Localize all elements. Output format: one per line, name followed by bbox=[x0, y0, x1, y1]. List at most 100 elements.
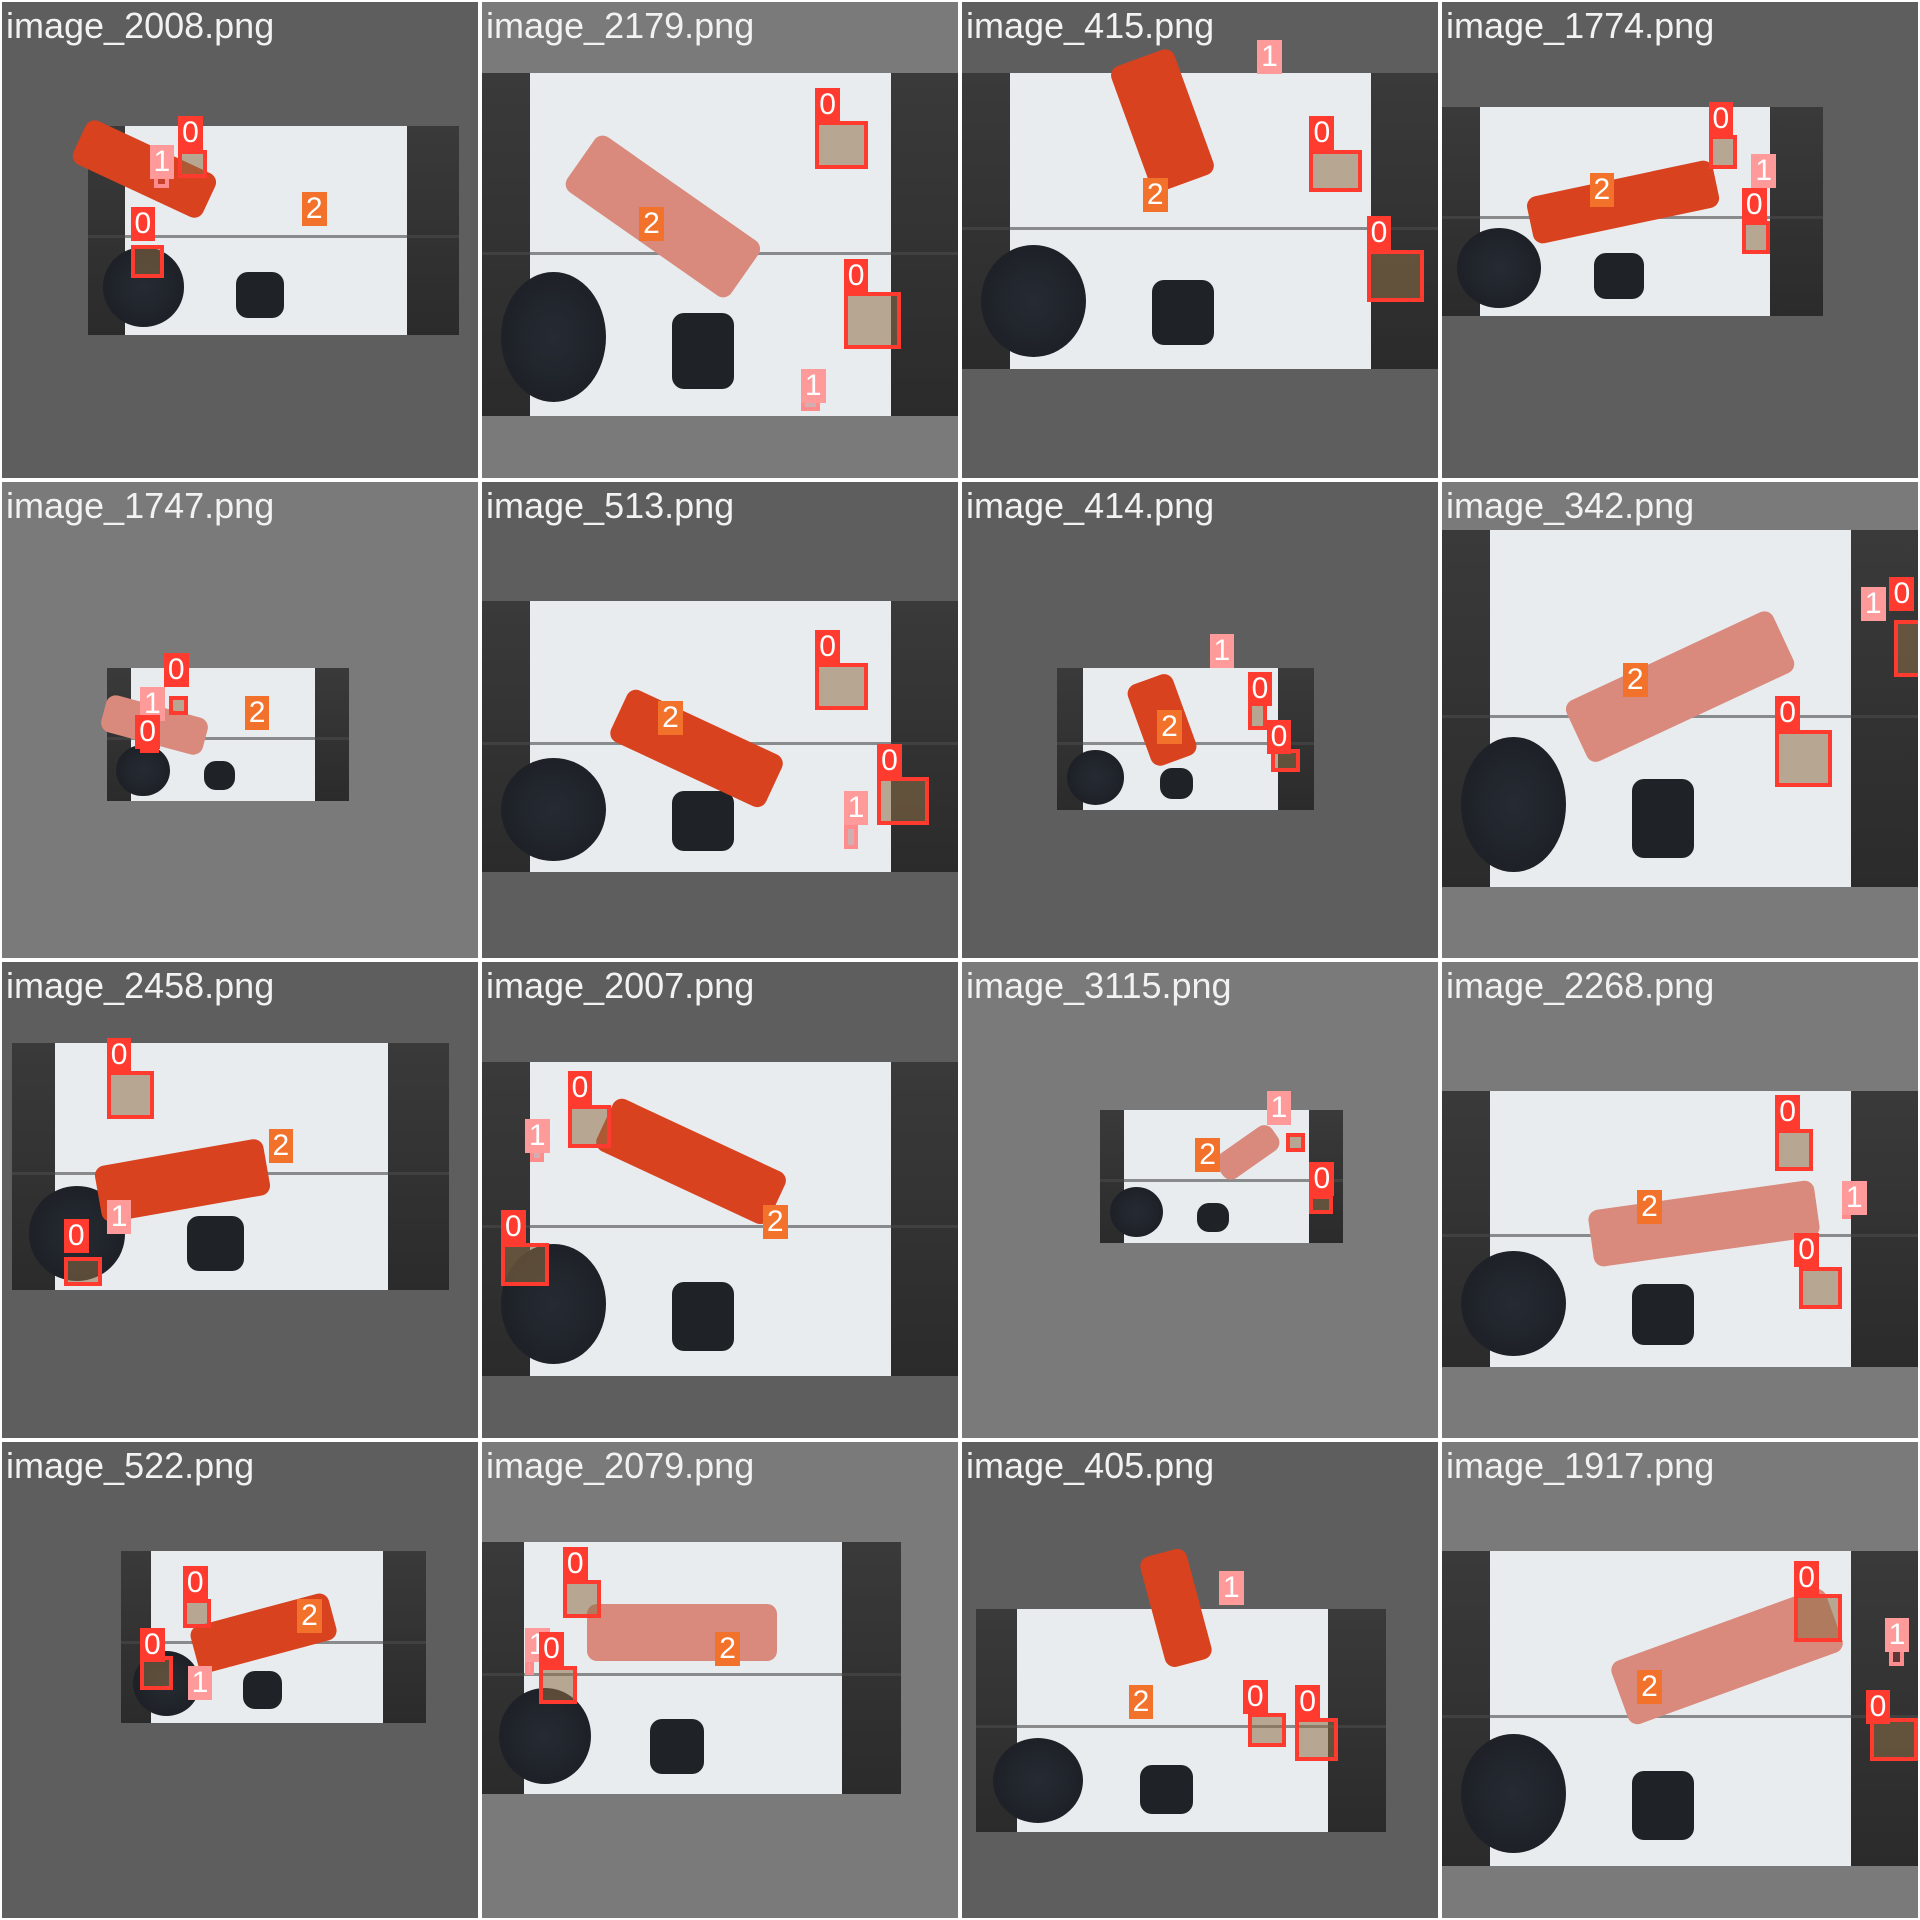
tile-filename: image_2179.png bbox=[486, 5, 755, 46]
scene-wall bbox=[891, 1061, 958, 1377]
tile-filename: image_2008.png bbox=[6, 5, 275, 46]
floor-line bbox=[962, 226, 1438, 230]
class-label: 0 bbox=[843, 259, 869, 294]
person bbox=[1067, 750, 1125, 805]
class-label: 0 bbox=[1295, 1684, 1320, 1719]
person bbox=[1109, 1186, 1164, 1238]
class-label: 1 bbox=[1860, 586, 1886, 621]
class-label: 0 bbox=[1775, 1095, 1800, 1130]
backpack bbox=[236, 272, 285, 319]
class-label: 0 bbox=[1266, 720, 1292, 754]
class-label: 1 bbox=[1266, 1090, 1292, 1125]
class-label: 0 bbox=[539, 1632, 564, 1667]
tile-photo bbox=[482, 1061, 958, 1377]
class-label: 2 bbox=[1128, 1684, 1154, 1719]
tile-photo bbox=[1100, 1109, 1343, 1243]
detection-box bbox=[1870, 1718, 1918, 1761]
floor-line bbox=[482, 1673, 901, 1677]
class-label: 1 bbox=[106, 1200, 132, 1234]
class-label: 0 bbox=[1775, 696, 1800, 731]
detection-box bbox=[1741, 220, 1771, 255]
class-label: 1 bbox=[1751, 154, 1777, 189]
person bbox=[498, 1688, 591, 1785]
tile-filename: image_1917.png bbox=[1446, 1445, 1715, 1486]
class-label: 0 bbox=[877, 743, 902, 778]
detection-box bbox=[501, 1242, 549, 1286]
tile-filename: image_414.png bbox=[966, 485, 1215, 526]
class-label: 0 bbox=[135, 715, 160, 750]
scene-wall bbox=[406, 125, 459, 336]
tile-filename: image_405.png bbox=[966, 1445, 1215, 1486]
class-label: 2 bbox=[244, 696, 270, 731]
backpack bbox=[1160, 767, 1194, 799]
tile-filename: image_342.png bbox=[1446, 485, 1695, 526]
person bbox=[992, 1738, 1083, 1824]
tile-photo bbox=[482, 73, 958, 417]
backpack bbox=[1152, 279, 1215, 345]
class-label: 0 bbox=[815, 629, 840, 664]
class-label: 0 bbox=[501, 1209, 526, 1244]
class-label: 0 bbox=[562, 1546, 588, 1581]
class-label: 0 bbox=[178, 116, 203, 151]
floor-line bbox=[1100, 1178, 1343, 1182]
detection-box bbox=[182, 1599, 212, 1628]
class-label: 2 bbox=[1195, 1138, 1220, 1173]
robot-arm bbox=[586, 1603, 778, 1661]
scene-wall bbox=[842, 1541, 901, 1795]
detection-box bbox=[562, 1580, 601, 1619]
class-label: 1 bbox=[1209, 634, 1235, 669]
detection-box bbox=[1799, 1266, 1842, 1310]
backpack bbox=[1197, 1202, 1229, 1233]
class-label: 1 bbox=[843, 791, 869, 826]
detection-box bbox=[1708, 135, 1738, 169]
person bbox=[981, 244, 1086, 357]
backpack bbox=[1140, 1765, 1194, 1815]
tile-photo bbox=[962, 73, 1438, 369]
class-label: 0 bbox=[130, 206, 156, 241]
tile-photo bbox=[106, 667, 350, 801]
detection-box bbox=[1775, 729, 1833, 787]
tile-filename: image_2268.png bbox=[1446, 965, 1715, 1006]
class-label: 2 bbox=[639, 206, 664, 241]
class-label: 0 bbox=[1242, 1680, 1268, 1714]
class-label: 0 bbox=[1366, 216, 1392, 251]
class-label: 2 bbox=[762, 1204, 788, 1239]
detection-box bbox=[1247, 1713, 1286, 1747]
class-label: 1 bbox=[800, 368, 826, 403]
person bbox=[1461, 1733, 1566, 1854]
detection-box bbox=[877, 777, 930, 825]
class-label: 2 bbox=[297, 1599, 322, 1634]
detection-box bbox=[63, 1257, 102, 1286]
scene-wall bbox=[1769, 106, 1823, 317]
scene-wall bbox=[315, 667, 350, 801]
floor-line bbox=[482, 1225, 958, 1229]
class-label: 0 bbox=[163, 653, 189, 688]
detection-box bbox=[106, 1071, 155, 1120]
tile-filename: image_522.png bbox=[6, 1445, 255, 1486]
detection-box bbox=[1775, 1128, 1814, 1172]
class-label: 0 bbox=[1741, 187, 1767, 222]
class-label: 1 bbox=[1257, 40, 1282, 75]
class-label: 1 bbox=[524, 1119, 550, 1154]
scene-wall bbox=[891, 73, 958, 417]
tile-photo bbox=[121, 1551, 426, 1723]
tile-filename: image_1774.png bbox=[1446, 5, 1715, 46]
backpack bbox=[242, 1671, 283, 1710]
person bbox=[1461, 736, 1566, 873]
class-label: 0 bbox=[1794, 1561, 1819, 1595]
detection-box bbox=[1366, 249, 1424, 302]
backpack bbox=[1632, 1283, 1695, 1345]
class-label: 1 bbox=[1841, 1180, 1867, 1215]
class-label: 0 bbox=[106, 1038, 132, 1073]
floor-line bbox=[976, 1724, 1386, 1728]
